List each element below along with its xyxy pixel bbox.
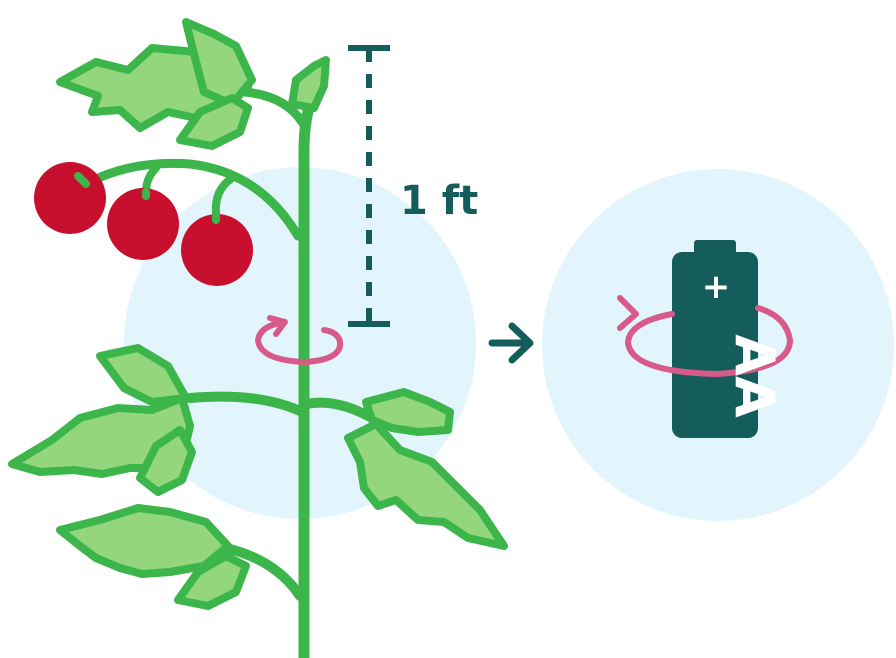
measure-bracket-icon bbox=[348, 45, 390, 327]
leaf-top-upper bbox=[182, 18, 256, 108]
middle-left-branch bbox=[185, 391, 307, 417]
bottom-left-branch bbox=[221, 543, 305, 601]
right-arrow-icon bbox=[488, 322, 534, 364]
middle-right-branch bbox=[301, 397, 377, 423]
battery-label: AA bbox=[723, 334, 786, 418]
leaf-middle-right bbox=[344, 420, 508, 550]
battery-polarity: + bbox=[702, 267, 731, 307]
top-branch bbox=[240, 87, 307, 127]
wrap-arrow-icon bbox=[255, 315, 344, 365]
tomato-icon bbox=[181, 214, 253, 286]
tomato-vine bbox=[81, 158, 303, 241]
leaf-middle-left-lower bbox=[136, 426, 196, 496]
leaf-bottom-lower bbox=[174, 552, 250, 610]
bud-top bbox=[288, 56, 330, 112]
measurement-label: 1 ft bbox=[400, 178, 478, 224]
tomato-icon bbox=[107, 188, 179, 260]
leaf-top-lower bbox=[176, 94, 252, 150]
aa-battery-icon: + AA bbox=[617, 240, 794, 438]
tomato-plant-icon bbox=[8, 18, 508, 658]
leaf-middle-left-upper bbox=[96, 344, 190, 406]
tomato-icon bbox=[34, 162, 106, 234]
leaf-bottom-left bbox=[56, 504, 232, 578]
tomatoes bbox=[34, 162, 253, 286]
